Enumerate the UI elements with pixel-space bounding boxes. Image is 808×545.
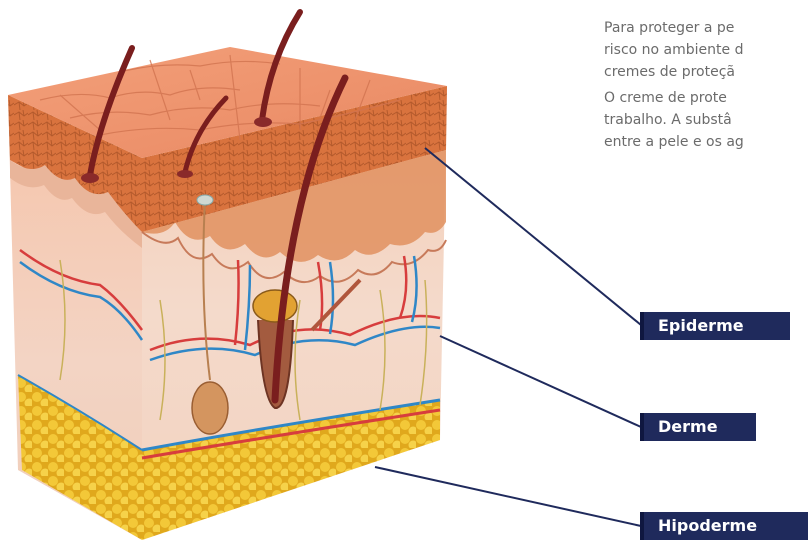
paragraph-2-line-2: trabalho. A substâ: [604, 109, 808, 131]
paragraph-1-line-2: risco no ambiente d: [604, 39, 808, 61]
cream-paragraph: O creme de prote trabalho. A substâ entr…: [604, 87, 808, 153]
leader-line-epiderme: [425, 148, 641, 325]
label-derme: Derme: [640, 413, 756, 441]
intro-paragraph: Para proteger a pe risco no ambiente d c…: [604, 17, 808, 83]
paragraph-2-line-1: O creme de prote: [604, 87, 808, 109]
label-hipoderme: Hipoderme: [640, 512, 808, 540]
leader-line-hipoderme: [375, 467, 641, 526]
label-epiderme: Epiderme: [640, 312, 790, 340]
leader-line-derme: [440, 336, 641, 427]
paragraph-1-line-1: Para proteger a pe: [604, 17, 808, 39]
paragraph-2-line-3: entre a pele e os ag: [604, 131, 808, 153]
paragraph-1-line-3: cremes de proteçã: [604, 61, 808, 83]
